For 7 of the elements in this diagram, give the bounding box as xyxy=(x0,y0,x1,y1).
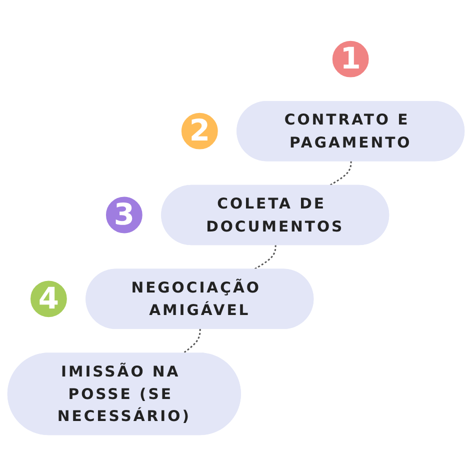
connector xyxy=(182,329,201,355)
connector xyxy=(328,161,352,187)
node-circle: 1 xyxy=(332,41,369,78)
node-circle: 2 xyxy=(181,113,218,150)
connector xyxy=(253,245,276,271)
node-circle: 3 xyxy=(106,197,142,234)
node-circle: 4 xyxy=(30,280,67,318)
